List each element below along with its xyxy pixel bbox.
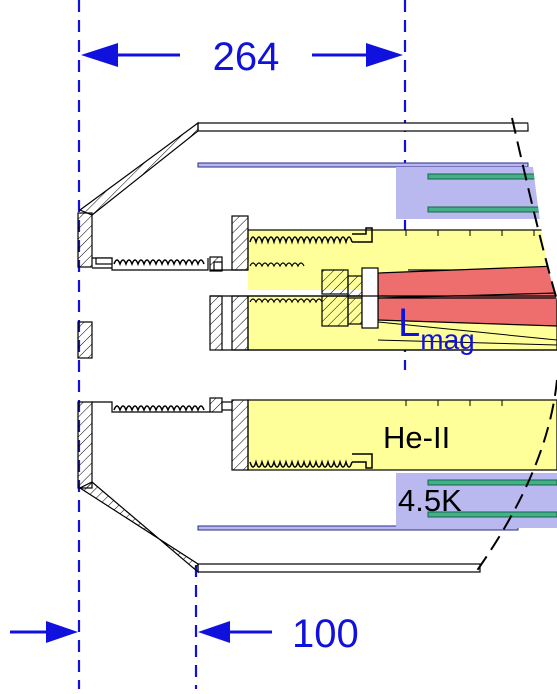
flange-mid [231, 295, 249, 351]
end-plate-mid [77, 321, 93, 359]
connector-block-1 [321, 269, 349, 295]
cut-boundary [475, 117, 557, 573]
flange-small-2 [209, 397, 223, 413]
outer-vessel-top [197, 122, 529, 132]
green-strip-2 [427, 206, 557, 213]
connector-block-3 [347, 275, 363, 297]
magnet-length-label: Lmag [398, 301, 475, 355]
end-plate-top [77, 212, 93, 268]
connector-block-5 [361, 267, 379, 329]
bottom-dimension-label: 100 [292, 612, 359, 656]
end-plate-bottom [77, 401, 93, 489]
flange-small-1 [209, 295, 223, 351]
thermal-shield-top [197, 162, 529, 168]
bottom-dimension: 100 [10, 612, 359, 656]
bellows-outer-lower [113, 405, 205, 413]
top-dimension-label: 264 [213, 35, 280, 79]
arrow-right-icon [46, 621, 78, 643]
arrow-left-icon [81, 43, 118, 67]
flange-lower [231, 399, 249, 471]
vessel-ticks [405, 230, 535, 406]
top-dimension: 264 [81, 35, 403, 79]
bellows-upper [249, 227, 373, 245]
arrow-left-icon [198, 621, 230, 643]
beam-tubes [92, 257, 557, 413]
green-strip-1 [427, 173, 557, 180]
bellows-lower [249, 453, 373, 469]
bellows-mid [249, 298, 323, 304]
cryostat-body [77, 121, 557, 574]
outer-vessel-bottom [197, 563, 481, 573]
bellows-upper-small [249, 262, 305, 268]
arrow-right-icon [366, 43, 403, 67]
bellows-outer-upper [113, 259, 205, 267]
flange-upper [231, 215, 249, 271]
temperature-label: 4.5K [398, 483, 462, 518]
helium-vessel-lower [247, 399, 557, 471]
green-strip-4 [427, 511, 557, 518]
green-strip-3 [427, 479, 557, 486]
outer-vessel-top-cone [78, 121, 199, 216]
he-ii-label: He-II [383, 420, 450, 455]
connector-block-4 [347, 297, 363, 325]
outer-vessel-bottom-cone [78, 481, 199, 574]
connector-block-2 [321, 295, 349, 327]
